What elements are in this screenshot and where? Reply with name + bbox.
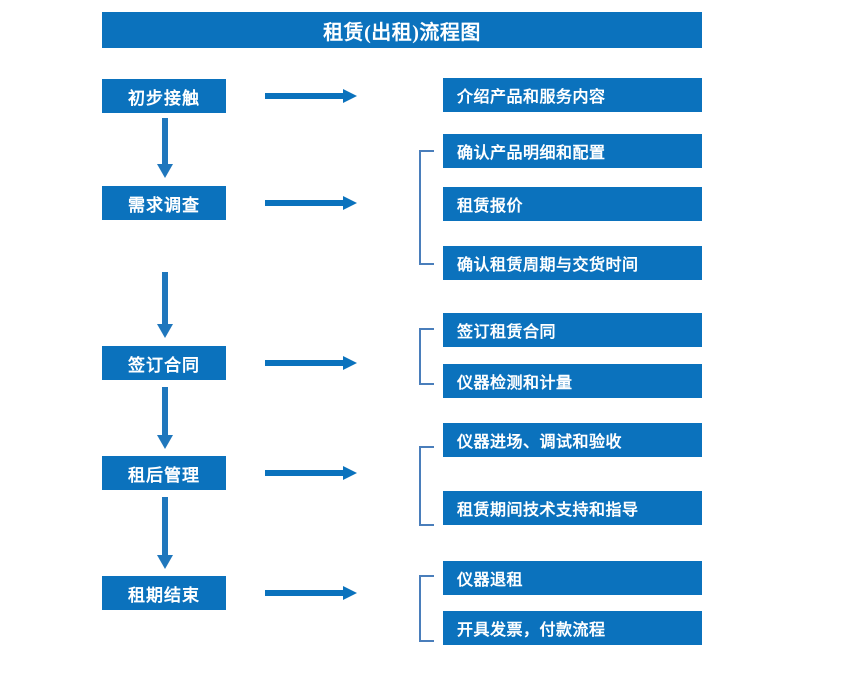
arrow-head xyxy=(157,324,173,338)
bracket-connector-4 xyxy=(419,446,434,526)
arrow-shaft xyxy=(162,118,168,165)
flowchart-title: 租赁(出租)流程图 xyxy=(102,12,702,48)
bracket-connector-5 xyxy=(419,575,434,642)
arrow-shaft xyxy=(265,590,345,596)
bracket-connector-2 xyxy=(419,150,434,265)
vertical-arrow-3 xyxy=(157,387,173,449)
bracket-connector-3 xyxy=(419,328,434,385)
vertical-arrow-4 xyxy=(157,497,173,569)
arrow-head xyxy=(343,356,357,370)
detail-box-3[interactable]: 租赁报价 xyxy=(443,187,702,221)
detail-box-2[interactable]: 确认产品明细和配置 xyxy=(443,134,702,168)
arrow-head xyxy=(157,164,173,178)
arrow-shaft xyxy=(265,470,345,476)
detail-box-8[interactable]: 租赁期间技术支持和指导 xyxy=(443,491,702,525)
stage-box-4[interactable]: 租后管理 xyxy=(102,456,226,490)
arrow-shaft xyxy=(265,360,345,366)
detail-box-5[interactable]: 签订租赁合同 xyxy=(443,313,702,347)
arrow-shaft xyxy=(162,387,168,436)
detail-box-10[interactable]: 开具发票，付款流程 xyxy=(443,611,702,645)
arrow-head xyxy=(343,586,357,600)
arrow-shaft xyxy=(162,272,168,325)
stage-box-3[interactable]: 签订合同 xyxy=(102,346,226,380)
arrow-shaft xyxy=(162,497,168,556)
horizontal-arrow-5 xyxy=(265,586,357,600)
arrow-shaft xyxy=(265,200,345,206)
detail-box-7[interactable]: 仪器进场、调试和验收 xyxy=(443,423,702,457)
horizontal-arrow-4 xyxy=(265,466,357,480)
horizontal-arrow-3 xyxy=(265,356,357,370)
arrow-head xyxy=(343,196,357,210)
detail-box-9[interactable]: 仪器退租 xyxy=(443,561,702,595)
arrow-head xyxy=(157,435,173,449)
horizontal-arrow-1 xyxy=(265,89,357,103)
detail-box-1[interactable]: 介绍产品和服务内容 xyxy=(443,78,702,112)
detail-box-6[interactable]: 仪器检测和计量 xyxy=(443,364,702,398)
arrow-head xyxy=(157,555,173,569)
arrow-head xyxy=(343,466,357,480)
vertical-arrow-1 xyxy=(157,118,173,178)
detail-box-4[interactable]: 确认租赁周期与交货时间 xyxy=(443,246,702,280)
arrow-head xyxy=(343,89,357,103)
arrow-shaft xyxy=(265,93,345,99)
stage-box-2[interactable]: 需求调查 xyxy=(102,186,226,220)
horizontal-arrow-2 xyxy=(265,196,357,210)
stage-box-1[interactable]: 初步接触 xyxy=(102,79,226,113)
stage-box-5[interactable]: 租期结束 xyxy=(102,576,226,610)
vertical-arrow-2 xyxy=(157,272,173,338)
